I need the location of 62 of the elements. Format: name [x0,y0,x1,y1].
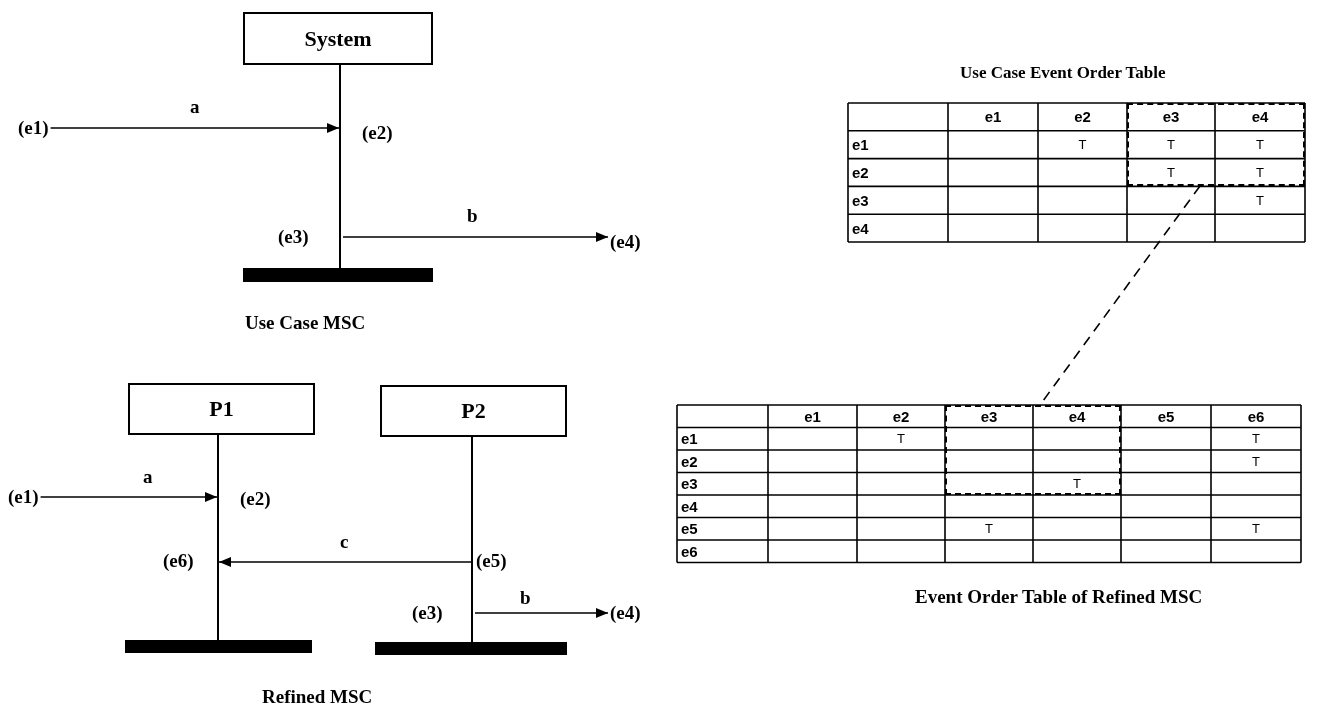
row-header-cell-text: e3 [680,474,699,494]
event-label: (e1) [18,117,49,139]
column-header-cell-text: e2 [1073,107,1092,128]
table-value-cell-text: T [1077,136,1088,155]
diagram-caption: Refined MSC [262,686,373,708]
event-label: (e2) [240,488,271,510]
instance-box: System [243,12,433,65]
row-header-cell-text: e2 [680,451,699,472]
column-header-cell-text: e1 [983,107,1003,128]
lifeline [217,435,219,640]
table-value-cell-text: T [1251,520,1261,539]
event-label: (e5) [476,550,507,572]
table-value-cell-text: T [1255,164,1265,182]
message-arrow [49,123,340,133]
lifeline [471,437,473,642]
row-header-cell-text: e4 [851,218,870,239]
table-value-cell-text: T [984,520,994,539]
table-value-cell-text: T [896,430,906,449]
row-header-cell-text: e2 [851,163,870,183]
lifeline-end-bar [243,268,433,282]
table-value-cell-text: T [1255,191,1265,210]
diagram-caption: Use Case MSC [245,312,366,334]
lifeline-end-bar [375,642,567,655]
event-label: (e4) [610,602,641,624]
event-label: (e1) [8,486,39,508]
row-header-cell-text: e1 [851,135,870,156]
column-header-cell-text: e1 [803,406,822,427]
table-value-cell-text: T [1251,452,1261,471]
column-header-cell-text: e2 [891,406,911,427]
message-arrow [218,557,472,567]
message-arrow [39,492,218,502]
event-label: (e3) [412,602,443,624]
highlight-box [945,405,1121,495]
table-title: Use Case Event Order Table [960,62,1166,84]
column-header-cell-text: e5 [1156,406,1176,427]
column-header-cell-text: e4 [1067,406,1087,427]
row-header-cell-text: e6 [680,541,699,562]
message-arrow [474,608,609,618]
row-header-cell-text: e1 [680,429,699,449]
lifeline-end-bar [125,640,312,653]
table-value-cell-text: T [1255,136,1265,155]
table-value-cell-text: T [1251,430,1261,449]
lifeline [339,65,341,268]
instance-box: P2 [380,385,567,437]
row-header-cell-text: e3 [851,190,870,211]
column-header-cell-text: e4 [1250,107,1270,128]
row-header-cell-text: e5 [680,519,699,539]
row-header-cell-text: e4 [680,496,699,517]
diagram-caption: Event Order Table of Refined MSC [915,586,1203,608]
event-label: (e4) [610,231,641,253]
table-value-cell-text: T [1072,475,1082,494]
table-value-cell-text: T [1166,136,1176,155]
column-header-cell-text: e3 [1161,107,1181,128]
instance-box: P1 [128,383,315,435]
column-header-cell-text: e6 [1246,406,1266,427]
message-arrow [342,232,609,242]
event-label: (e3) [278,226,309,248]
table-value-cell-text: T [1166,164,1176,182]
event-label: (e2) [362,122,393,144]
highlight-box [1127,103,1305,186]
column-header-cell-text: e3 [979,406,999,427]
event-label: (e6) [163,550,194,572]
